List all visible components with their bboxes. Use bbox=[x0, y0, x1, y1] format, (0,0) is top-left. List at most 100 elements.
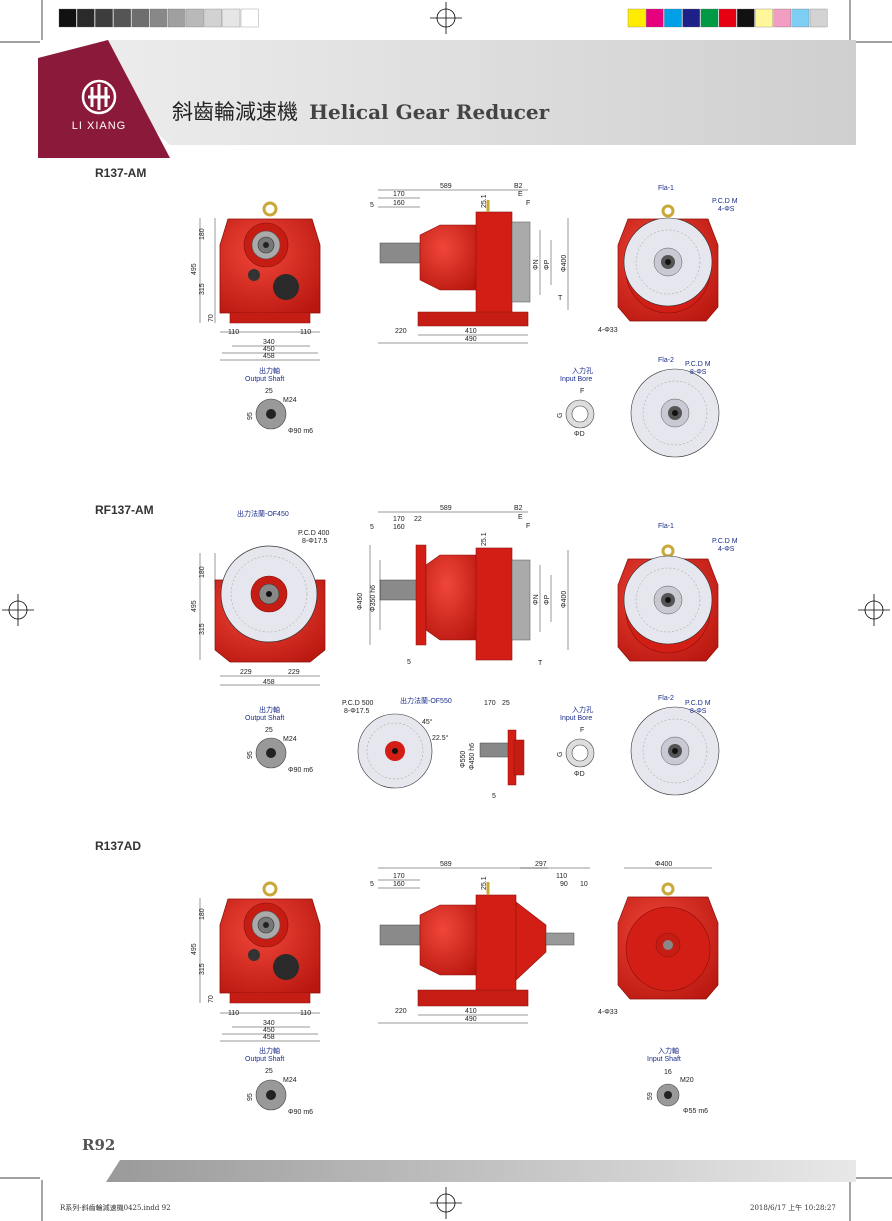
color-swatch bbox=[700, 8, 719, 28]
s3-dim-110a: 110 bbox=[228, 1010, 239, 1017]
s3-input-shaft-view bbox=[656, 1083, 680, 1107]
s2-holes: 8-Φ17.5 bbox=[302, 538, 328, 545]
s2-output-95: 95 bbox=[247, 751, 254, 759]
s1-bore-en: Input Bore bbox=[560, 376, 592, 383]
s3-output-90: Φ90 m6 bbox=[288, 1109, 313, 1116]
color-swatch bbox=[791, 8, 810, 28]
s2-dim-589: 589 bbox=[440, 505, 452, 512]
s2-dim-458: 458 bbox=[263, 679, 275, 686]
s1-fla1-view bbox=[616, 204, 720, 323]
color-swatch bbox=[204, 8, 222, 28]
s2-dim-450: Φ450 bbox=[357, 593, 364, 610]
s3-input-m20: M20 bbox=[680, 1077, 694, 1084]
s2-output-25: 25 bbox=[265, 727, 273, 734]
s1-dim-b2: B2 bbox=[514, 183, 523, 190]
s2-fla2-view bbox=[630, 706, 720, 796]
s1-output-shaft-view bbox=[255, 398, 287, 430]
s2-fla1-view bbox=[616, 544, 720, 663]
s3-dim-589: 589 bbox=[440, 861, 452, 868]
s1-dim-5: 5 bbox=[370, 202, 374, 209]
s2-flange-title: 出力法蘭-OF450 bbox=[237, 509, 289, 518]
s1-fla2-label: Fla-2 bbox=[658, 357, 674, 364]
s1-bore-g: G bbox=[557, 413, 564, 418]
s2-fla2-label: Fla-2 bbox=[658, 695, 674, 702]
s2-dim-25-1: 25.1 bbox=[481, 532, 488, 546]
header-band bbox=[105, 40, 856, 145]
color-swatch bbox=[737, 8, 755, 28]
s1-dim-110b: 110 bbox=[300, 329, 311, 336]
s2-side-view bbox=[379, 544, 531, 661]
s1-fla1-base: 4-Φ33 bbox=[598, 327, 618, 334]
s3-dim-495: 495 bbox=[191, 943, 198, 955]
s1-side-view bbox=[379, 200, 531, 327]
s1-dim-315: 315 bbox=[199, 283, 206, 295]
s2-dim-e: E bbox=[518, 514, 523, 521]
s3-dim-160: 160 bbox=[393, 881, 405, 888]
logo-panel bbox=[38, 40, 170, 158]
page-number: R92 bbox=[82, 1136, 116, 1154]
s1-bore-d: ΦD bbox=[574, 431, 585, 438]
s3-input-59: 59 bbox=[647, 1092, 654, 1100]
s1-dim-70: 70 bbox=[208, 314, 215, 322]
s1-bore-cn: 入力孔 bbox=[572, 366, 593, 375]
s1-dim-160: 160 bbox=[393, 200, 405, 207]
s2-of550-25: 25 bbox=[502, 700, 510, 707]
s1-fla1-pcd: P.C.D M bbox=[712, 198, 738, 205]
s1-dim-180: 180 bbox=[199, 228, 206, 240]
process-color-bar bbox=[627, 8, 828, 28]
s2-dim-5: 5 bbox=[370, 524, 374, 531]
s1-dim-e: E bbox=[518, 191, 523, 198]
color-swatch bbox=[773, 8, 791, 28]
s2-of550-flange-view bbox=[357, 713, 525, 789]
s2-pcd: P.C.D 400 bbox=[298, 530, 329, 537]
s2-bore-d: ΦD bbox=[574, 771, 585, 778]
s2-dim-b2: B2 bbox=[514, 505, 523, 512]
s1-dim-t: T bbox=[558, 295, 563, 302]
brand-name: LI XIANG bbox=[71, 120, 127, 132]
s3-dim-70: 70 bbox=[208, 995, 215, 1003]
s2-bore-cn: 入力孔 bbox=[572, 705, 593, 714]
color-swatch bbox=[168, 8, 186, 28]
s1-fla1-holes: 4-ΦS bbox=[718, 206, 735, 213]
s2-dim-315: 315 bbox=[199, 623, 206, 635]
s2-fla2-holes: 8-ΦS bbox=[690, 708, 707, 715]
footer-band bbox=[106, 1160, 856, 1182]
color-swatch bbox=[58, 8, 77, 28]
s2-fla1-label: Fla-1 bbox=[658, 523, 674, 530]
s3-input-16: 16 bbox=[664, 1069, 672, 1076]
color-swatch bbox=[718, 8, 737, 28]
s2-dim-495: 495 bbox=[191, 600, 198, 612]
s2-of550-holes: 8-Φ17.5 bbox=[344, 708, 370, 715]
dimension-lines bbox=[199, 189, 712, 1042]
s3-dim-458: 458 bbox=[263, 1034, 275, 1041]
s2-dim-f: F bbox=[526, 523, 530, 530]
color-swatch bbox=[646, 8, 664, 28]
color-swatch bbox=[809, 8, 828, 28]
s1-front-view bbox=[218, 201, 322, 325]
s1-dim-phi-p: ΦP bbox=[544, 259, 551, 270]
s1-bore-f: F bbox=[580, 388, 584, 395]
s2-bore-g: G bbox=[557, 752, 564, 757]
s1-dim-495: 495 bbox=[191, 263, 198, 275]
color-swatch bbox=[240, 8, 259, 28]
color-swatch bbox=[755, 8, 773, 28]
slug-left: R系列-斜齒輪減速機0425.indd 92 bbox=[60, 1204, 171, 1212]
s3-dim-490: 490 bbox=[465, 1016, 477, 1023]
s3-dim-450: 450 bbox=[263, 1027, 275, 1034]
s3-input-cn: 入力軸 bbox=[658, 1046, 679, 1055]
s3-dim-340: 340 bbox=[263, 1020, 275, 1027]
s1-output-m24: M24 bbox=[283, 397, 297, 404]
s3-input-55: Φ55 m6 bbox=[683, 1108, 708, 1115]
s2-bore-f: F bbox=[580, 727, 584, 734]
s1-dim-170: 170 bbox=[393, 191, 405, 198]
s3-output-m24: M24 bbox=[283, 1077, 297, 1084]
s2-front-view bbox=[214, 545, 326, 663]
s2-output-m24: M24 bbox=[283, 736, 297, 743]
s3-dim-90: 90 bbox=[560, 881, 568, 888]
s3-dim-180: 180 bbox=[199, 908, 206, 920]
slug-right: 2018/6/17 上午 10:28:27 bbox=[750, 1204, 836, 1212]
s3-output-25: 25 bbox=[265, 1068, 273, 1075]
s2-output-cn: 出力軸 bbox=[259, 705, 280, 714]
